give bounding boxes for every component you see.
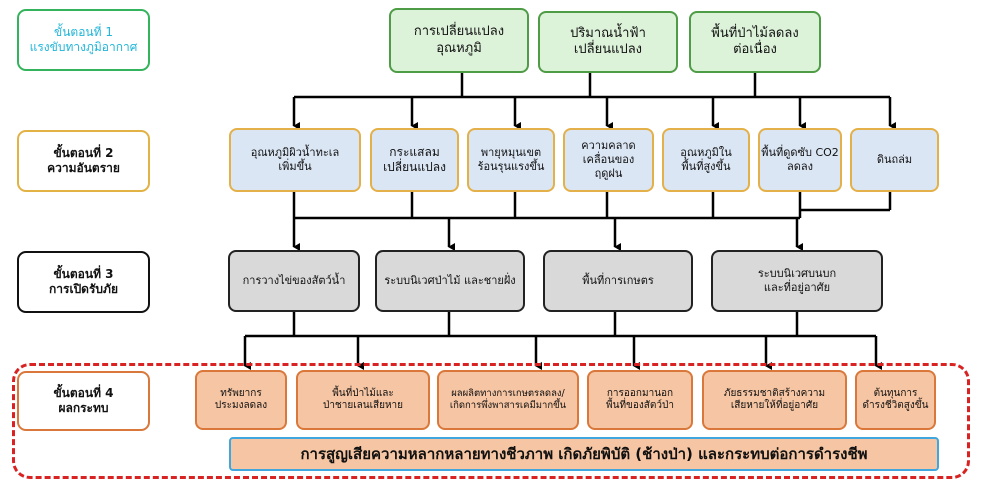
- exposure-spawning: การวางไข่ของสัตว์น้ำ: [228, 250, 360, 312]
- exposure-forest-coastal: ระบบนิเวศป่าไม้ และชายฝั่ง: [375, 250, 525, 312]
- driver-precipitation: ปริมาณน้ำฟ้า เปลี่ยนแปลง: [538, 11, 678, 73]
- hazard-co2-absorption: พื้นที่ดูดซับ CO2 ลดลง: [758, 128, 842, 192]
- stage-4-label: ขั้นตอนที่ 4 ผลกระทบ: [17, 371, 150, 431]
- exposure-agriculture: พื้นที่การเกษตร: [543, 250, 693, 312]
- final-impact-banner: การสูญเสียความหลากหลายทางชีวภาพ เกิดภัยพ…: [229, 437, 939, 471]
- impact-agriculture: ผลผลิตทางการเกษตรลดลง/ เกิดการพึ่งพาสารเ…: [437, 370, 579, 430]
- impact-fishery: ทรัพยากร ประมงลดลง: [195, 370, 287, 430]
- hazard-area-temperature: อุณหภูมิใน พื้นที่สูงขึ้น: [662, 128, 750, 192]
- impact-living-cost: ต้นทุนการ ดำรงชีวิตสูงขึ้น: [855, 370, 936, 430]
- impact-forest-mangrove: พื้นที่ป่าไม้และ ป่าชายเลนเสียหาย: [296, 370, 430, 430]
- driver-temperature: การเปลี่ยนแปลง อุณหภูมิ: [389, 8, 529, 73]
- stage-3-label: ขั้นตอนที่ 3 การเปิดรับภัย: [17, 251, 150, 313]
- hazard-wind-change: กระแสลม เปลี่ยนแปลง: [370, 128, 459, 192]
- impact-housing-damage: ภัยธรรมชาติสร้างความ เสียหายให้ที่อยู่อา…: [702, 370, 847, 430]
- hazard-tropical-storm: พายุหมุนเขต ร้อนรุนแรงขึ้น: [467, 128, 555, 192]
- impact-wildlife: การออกมานอก พื้นที่ของสัตว์ป่า: [587, 370, 693, 430]
- hazard-sea-temperature: อุณหภูมิผิวน้ำทะเล เพิ่มขึ้น: [229, 128, 361, 192]
- impact-frame: [12, 363, 970, 479]
- driver-forest-loss: พื้นที่ป่าไม้ลดลง ต่อเนื่อง: [689, 11, 821, 73]
- exposure-land-ecosystem: ระบบนิเวศบนบก และที่อยู่อาศัย: [711, 250, 883, 312]
- stage-2-label: ขั้นตอนที่ 2 ความอันตราย: [17, 130, 150, 192]
- hazard-landslide: ดินถล่ม: [850, 128, 939, 192]
- stage-1-label: ขั้นตอนที่ 1 แรงขับทางภูมิอากาศ: [17, 9, 150, 71]
- hazard-rain-season-shift: ความคลาด เคลื่อนของ ฤดูฝน: [563, 128, 654, 192]
